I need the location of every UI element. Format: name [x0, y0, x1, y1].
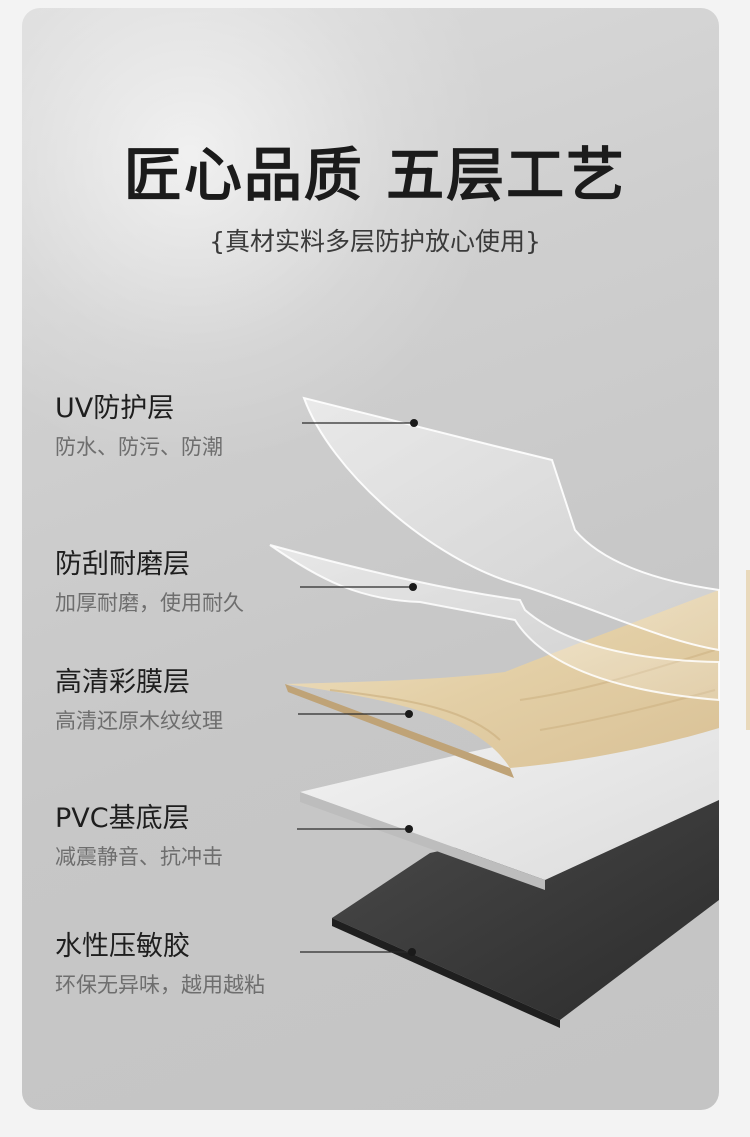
- layer-name: PVC基底层: [55, 803, 190, 834]
- page-subtitle: {真材实料多层防护放心使用}: [209, 227, 541, 256]
- layer-name: UV防护层: [55, 393, 175, 424]
- layer-label-anti-scratch: 防刮耐磨层 加厚耐磨，使用耐久: [55, 548, 244, 618]
- layer-desc: 环保无异味，越用越粘: [55, 973, 265, 997]
- layer-desc: 防水、防污、防潮: [55, 435, 223, 459]
- layer-desc: 高清还原木纹纹理: [55, 709, 223, 733]
- page-title: 匠心品质 五层工艺: [123, 141, 627, 209]
- layer-desc: 加厚耐磨，使用耐久: [55, 591, 244, 615]
- layer-name: 防刮耐磨层: [55, 549, 190, 580]
- layer-desc: 减震静音、抗冲击: [55, 845, 223, 869]
- layer-label-uv: UV防护层 防水、防污、防潮: [55, 392, 223, 462]
- layer-label-film: 高清彩膜层 高清还原木纹纹理: [55, 666, 223, 736]
- bottom-strip: [22, 1110, 719, 1137]
- layer-label-pvc: PVC基底层 减震静音、抗冲击: [55, 802, 223, 872]
- layer-name: 高清彩膜层: [55, 667, 190, 698]
- layer-name: 水性压敏胶: [55, 931, 190, 962]
- layer-label-adhesive: 水性压敏胶 环保无异味，越用越粘: [55, 930, 265, 1000]
- side-edge: [746, 570, 750, 730]
